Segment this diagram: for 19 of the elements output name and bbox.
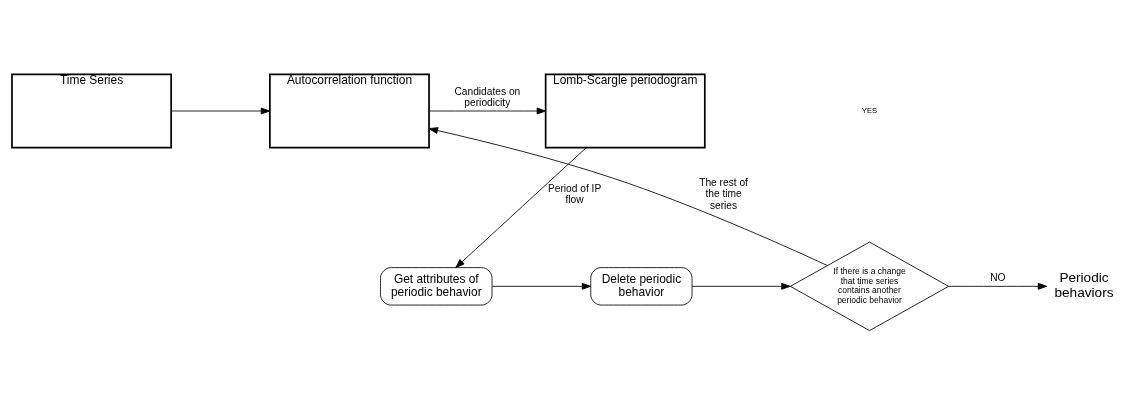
edge-label: The rest of the time series	[699, 177, 748, 211]
arrow	[428, 127, 828, 266]
arrow	[170, 107, 271, 115]
node-box: Autocorrelation function	[269, 73, 430, 149]
edge-label: Period of IP flow	[547, 182, 602, 206]
arrow	[948, 282, 1048, 290]
arrow	[428, 107, 547, 115]
arrow	[491, 282, 592, 290]
node-box: Time Series	[11, 73, 172, 149]
edge-label: Candidates on periodicity	[454, 85, 521, 108]
edge-label: NO	[990, 271, 1006, 283]
arrow	[691, 282, 791, 290]
arrow	[455, 147, 587, 268]
node-diamond: If there is a change that time series contains another periodic behavior	[789, 241, 950, 332]
label: YES	[861, 105, 878, 115]
node-box: Get attributes of periodic behavior	[380, 267, 493, 306]
node-box: Lomb-Scargle periodogram	[544, 73, 706, 149]
node-box: Delete periodic behavior	[590, 267, 693, 306]
node-text: Periodic behaviors	[1054, 269, 1114, 301]
